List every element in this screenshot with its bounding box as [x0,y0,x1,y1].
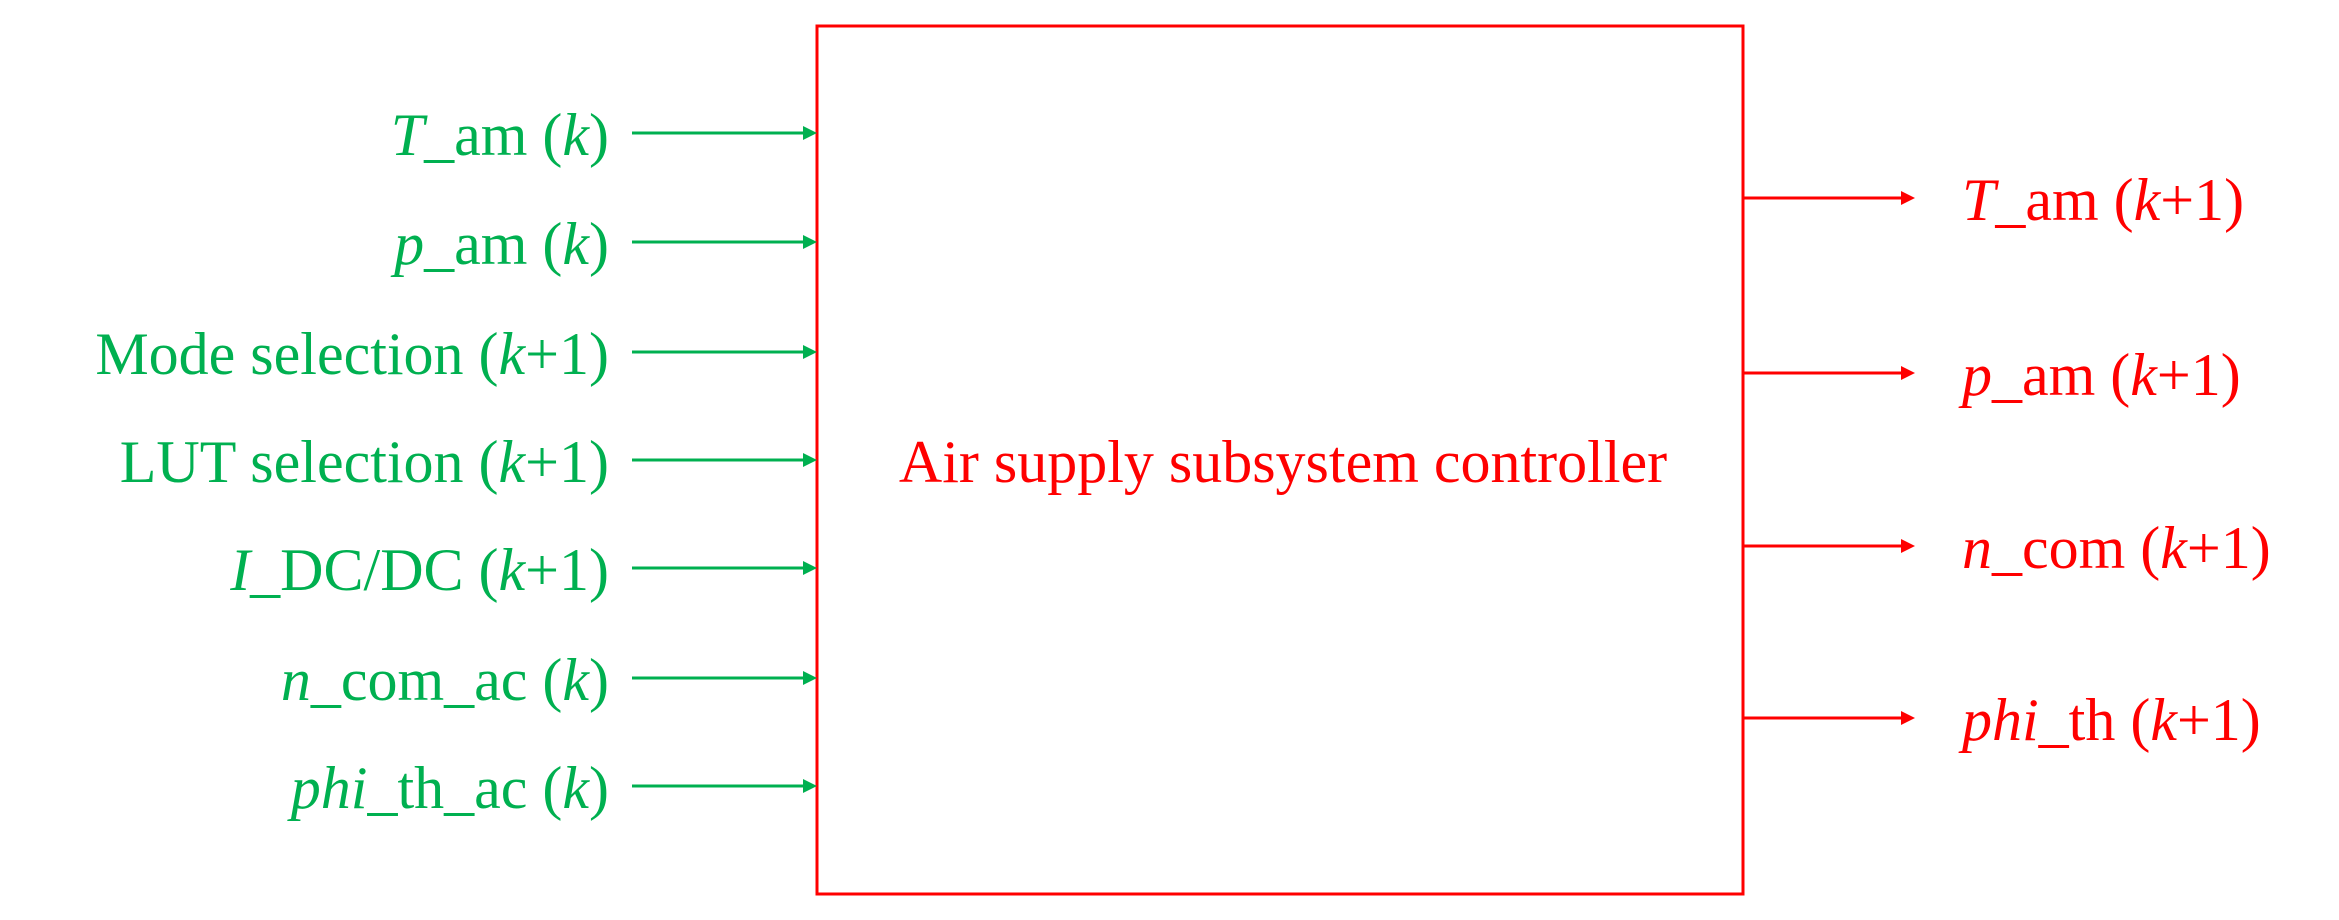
input-arrow-5 [632,671,817,685]
input-arrow-6-head [803,779,817,793]
input-label-phi-th-ac: phi_th_ac (k) [290,755,609,821]
output-label-phi-th: phi_th (k+1) [1962,687,2261,753]
output-arrow-2-head [1901,539,1915,553]
input-arrow-0-head [803,126,817,140]
output-arrow-3 [1743,711,1915,725]
input-label-i-dcdc: I_DC/DC (k+1) [230,537,609,603]
output-arrow-1-head [1901,366,1915,380]
input-arrow-4 [632,561,817,575]
input-arrows [632,126,817,793]
input-label-mode-selection: Mode selection (k+1) [95,321,609,387]
output-arrows [1743,191,1915,725]
input-arrow-3 [632,453,817,467]
input-arrow-1-head [803,235,817,249]
input-label-lut-selection: LUT selection (k+1) [119,429,609,495]
output-arrow-2 [1743,539,1915,553]
output-arrow-3-head [1901,711,1915,725]
output-arrow-0 [1743,191,1915,205]
input-arrow-2 [632,345,817,359]
input-arrow-0 [632,126,817,140]
output-arrow-1 [1743,366,1915,380]
input-arrow-2-head [803,345,817,359]
output-label-n-com: n_com (k+1) [1962,515,2271,581]
output-arrow-0-head [1901,191,1915,205]
input-arrow-6 [632,779,817,793]
output-label-t-am: T_am (k+1) [1962,167,2245,233]
input-label-p-am: p_am (k) [394,211,609,277]
input-arrow-4-head [803,561,817,575]
controller-title: Air supply subsystem controller [898,429,1668,495]
input-arrow-1 [632,235,817,249]
output-label-p-am: p_am (k+1) [1962,342,2241,408]
input-label-t-am: T_am (k) [390,102,609,168]
input-arrow-5-head [803,671,817,685]
input-label-n-com-ac: n_com_ac (k) [280,647,609,713]
input-arrow-3-head [803,453,817,467]
